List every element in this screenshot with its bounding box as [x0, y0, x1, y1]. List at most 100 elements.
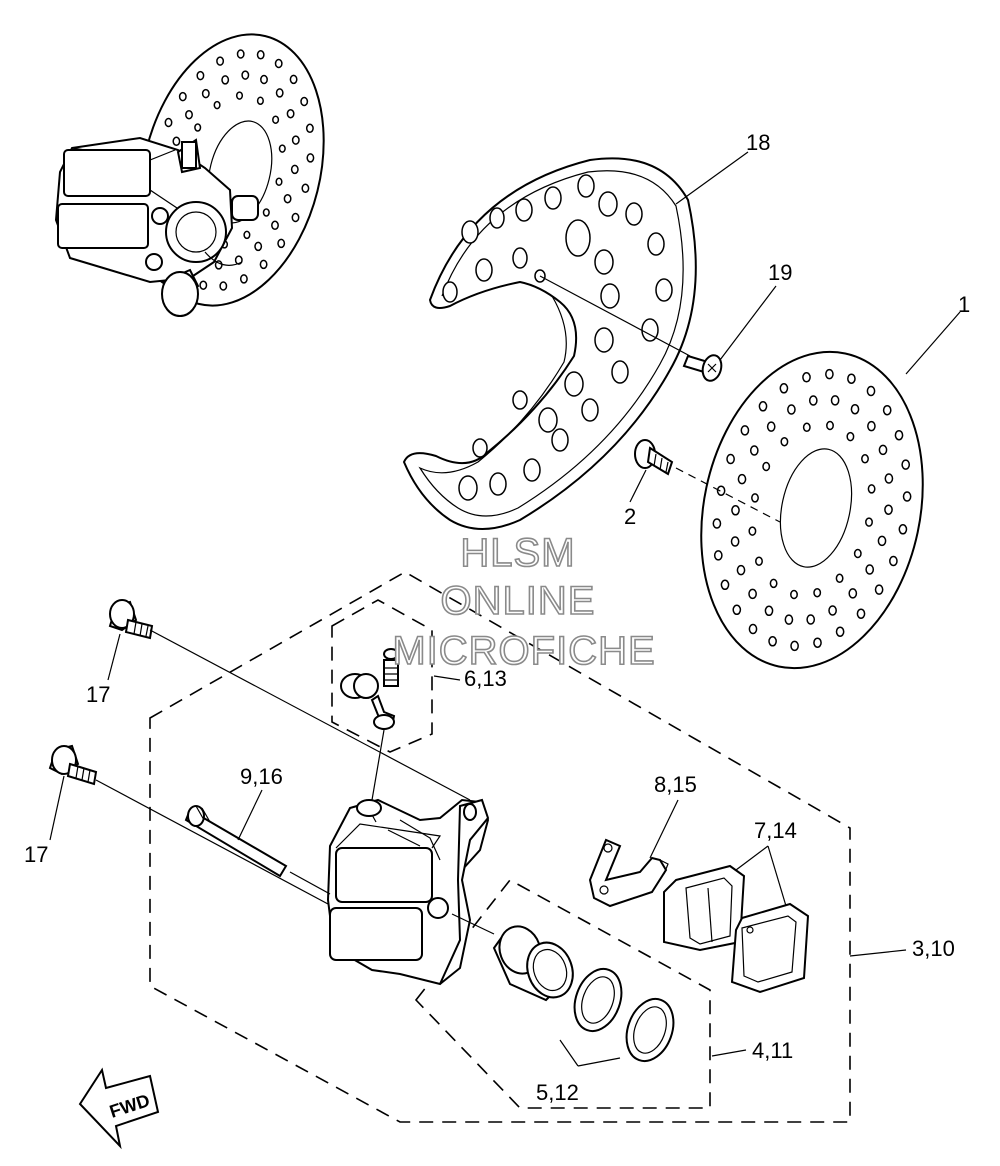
disc-vent-hole	[216, 56, 225, 66]
disc-vent-hole	[866, 385, 876, 397]
watermark-line1: HLSM	[460, 531, 575, 575]
callout-18: 18	[746, 130, 770, 155]
disc-vent-hole	[835, 573, 844, 584]
guard-hole	[442, 281, 458, 303]
disc-vent-hole	[301, 183, 310, 194]
disc-vent-hole	[731, 505, 740, 516]
guard-hole	[565, 219, 591, 257]
disc-vent-hole	[806, 614, 816, 625]
disc-guard	[402, 157, 697, 530]
piston-kit-boundary	[414, 878, 711, 1109]
disc-vent-hole	[201, 88, 210, 99]
disc-vent-hole	[748, 588, 757, 600]
guard-hole	[512, 390, 528, 410]
disc-vent-hole	[825, 368, 834, 380]
disc-vent-hole	[196, 70, 205, 81]
disc-vent-hole	[758, 401, 768, 412]
disc-vent-hole	[790, 589, 798, 600]
guard-hole	[551, 428, 569, 452]
disc-vent-hole	[846, 431, 855, 442]
bleed-kit-boundary	[331, 599, 433, 753]
disc-vent-hole	[764, 605, 774, 617]
disc-vent-hole	[901, 459, 911, 470]
callout-2: 2	[624, 504, 636, 529]
guard-hole	[544, 186, 562, 210]
disc-vent-hole	[256, 50, 265, 60]
guard-hole	[577, 174, 595, 198]
guard-hole	[489, 472, 507, 496]
disc-vent-hole	[790, 640, 799, 652]
disc-vent-hole	[716, 485, 726, 496]
disc-vent-hole	[884, 504, 893, 515]
disc-vent-hole	[726, 453, 735, 465]
disc-vent-hole	[221, 75, 230, 85]
assembled-brake-illustration	[54, 33, 325, 317]
disc-vent-hole	[740, 425, 750, 436]
disc-vent-hole	[185, 109, 193, 120]
disc-vent-hole	[784, 614, 794, 625]
disc-vent-hole	[713, 550, 723, 561]
disc-vent-hole	[730, 536, 740, 547]
bleed-screw-and-cap	[340, 648, 399, 730]
disc-vent-hole	[275, 88, 284, 98]
disc-vent-hole	[748, 623, 758, 635]
disc-vent-hole	[850, 403, 860, 415]
disc-vent-hole	[867, 420, 876, 432]
brake-disc	[700, 350, 924, 670]
disc-vent-hole	[856, 608, 866, 619]
disc-vent-hole	[272, 115, 280, 124]
disc-vent-hole	[256, 96, 264, 106]
disc-vent-hole	[780, 436, 789, 447]
disc-vent-hole	[274, 58, 283, 69]
disc-vent-hole	[300, 96, 309, 107]
watermark-line3: MICROFICHE	[392, 629, 655, 673]
callout-4-11: 4,11	[752, 1038, 793, 1063]
disc-vent-hole	[878, 444, 888, 456]
guard-hole	[598, 191, 618, 217]
disc-vent-hole	[194, 123, 202, 132]
disc-guard-outline	[402, 157, 697, 530]
disc-vent-hole	[867, 484, 876, 494]
disc-vent-hole	[736, 564, 746, 576]
disc-vent-hole	[283, 193, 292, 204]
fwd-arrow: FWD	[78, 1067, 160, 1150]
disc-vent-hole	[243, 230, 251, 240]
caliper-body	[326, 798, 490, 986]
disc-vent-hole	[748, 526, 757, 536]
disc-vent-hole	[865, 517, 873, 527]
watermark-line2: ONLINE	[441, 579, 596, 623]
disc-vent-hole	[219, 281, 228, 291]
disc-vent-hole	[213, 100, 221, 110]
disc-vent-hole	[898, 524, 908, 535]
callout-19: 19	[768, 260, 792, 285]
guard-hole	[472, 438, 488, 458]
caliper-bolt-upper	[108, 599, 154, 640]
guard-hole	[594, 327, 614, 353]
disc-vent-hole	[802, 422, 811, 433]
guard-hole	[611, 360, 629, 384]
disc-vent-hole	[241, 70, 250, 80]
disc-vent-hole	[235, 91, 244, 100]
callout-7-14: 7,14	[754, 818, 797, 843]
guard-hole	[625, 202, 643, 226]
callout-17-upper: 17	[86, 682, 110, 707]
alignment-lines	[95, 275, 781, 935]
leader-lines	[49, 151, 961, 1067]
disc-vent-hole	[853, 548, 862, 559]
disc-vent-hole	[884, 473, 894, 484]
piston-seals	[573, 968, 675, 1062]
guard-hole	[655, 278, 673, 302]
disc-vent-hole	[275, 177, 283, 186]
guard-hole	[475, 258, 493, 282]
disc-vent-hole	[291, 212, 300, 223]
disc-vent-hole	[236, 49, 245, 59]
disc-vent-hole	[813, 637, 822, 648]
disc-vent-hole	[889, 555, 898, 567]
callout-17-lower: 17	[24, 842, 48, 867]
pad-support-pin	[184, 805, 288, 878]
callout-6-13: 6,13	[464, 666, 507, 691]
disc-vent-hole	[787, 404, 796, 415]
disc-vent-hole	[751, 493, 759, 503]
disc-vent-hole	[290, 164, 299, 175]
